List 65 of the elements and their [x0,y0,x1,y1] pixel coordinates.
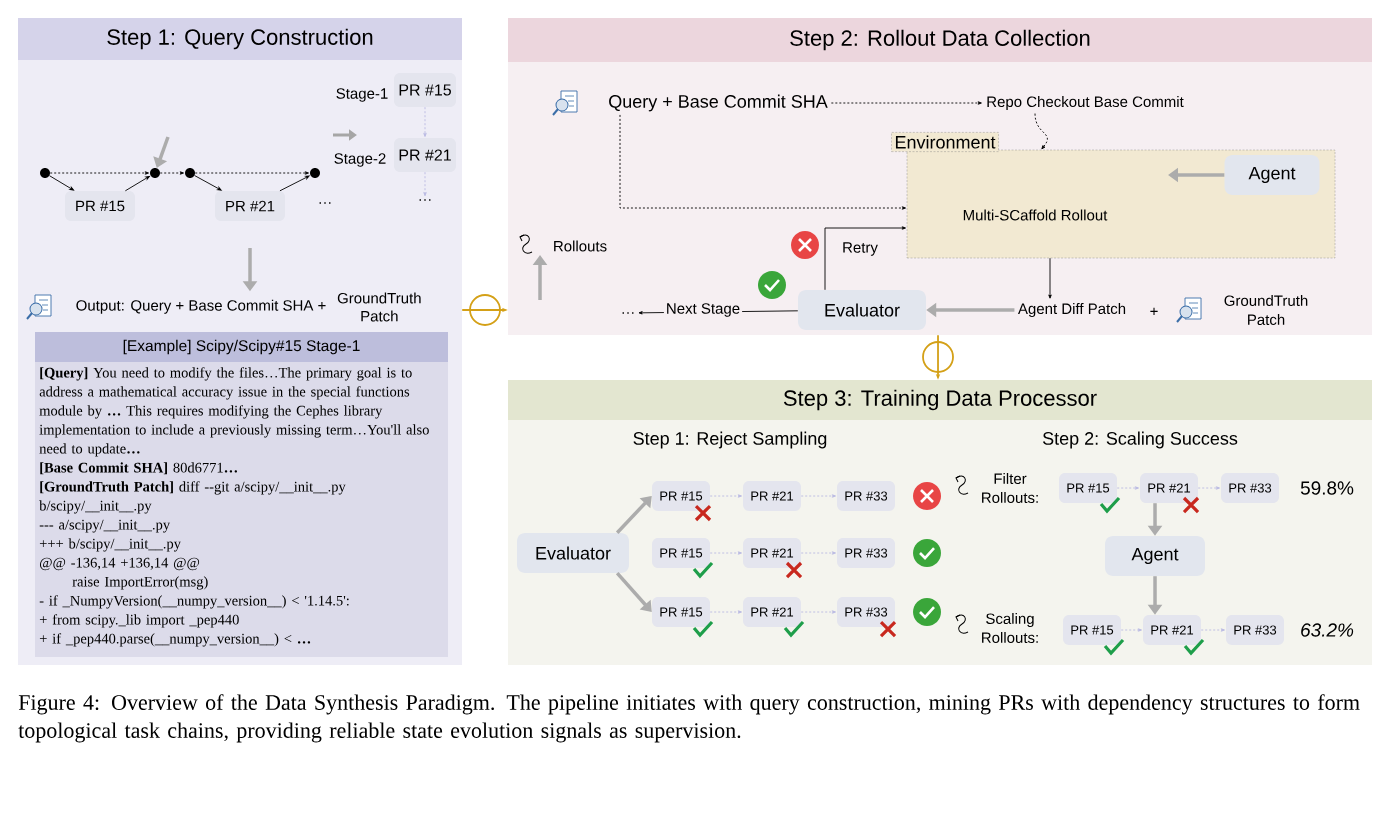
text-label: Agent Diff Patch [1018,303,1126,317]
agent-box: Agent [1224,155,1320,195]
arrow [619,114,906,210]
arrow [1048,257,1052,299]
arrow [279,175,310,192]
pr-box: PR #21 [394,138,456,172]
ellipsis-text: … [419,199,431,201]
caption: Figure 4: Overview of the Data Synthesis Paradigm. The pipeline initiates with query construction, mining PRs with dependency structures to form topological task chains, providing reliable state evolution signals as supervision. [18,694,1360,743]
pr-box: PR #33 [1226,615,1284,645]
pr-box: PR #33 [837,538,895,568]
row-label: Scaling Rollouts: [982,613,1038,643]
arrow [49,171,149,175]
agent-box: Agent [1105,536,1205,576]
query-text: Query + Base Commit SHA [609,94,828,112]
example-header: [Example] Scipy/Scipy#15 Stage-1 [35,332,448,362]
section-heading: Step 1: Reject Sampling [633,431,827,449]
pr-box: PR #21 [215,191,285,221]
pr-box: PR #33 [837,597,895,627]
pr-box: PR #21 [743,597,801,627]
percentage-value: 59.8% [1300,481,1354,495]
plus-sign: + [1150,307,1158,315]
panel-header: Step 2: Rollout Data Collection [508,18,1372,62]
pr-box: PR #15 [394,73,456,107]
edge-label: Next Stage [663,301,743,319]
scaffold-text: Multi-SCaffold Rollout [963,209,1108,221]
pr-box: PR #21 [743,538,801,568]
pr-box: PR #15 [652,481,710,511]
pr-box: PR #21 [743,481,801,511]
edge-label: Retry [840,240,880,258]
arrow [830,101,982,105]
stage-label: Stage-1 [336,88,388,102]
environment-tab: Environment [891,132,999,152]
ellipsis-text: … [319,202,331,204]
arrow [49,175,75,191]
pr-box: PR #15 [1063,615,1121,645]
pr-box: PR #21 [1140,473,1198,503]
pr-box: PR #15 [1059,473,1117,503]
panel-header: Step 3: Training Data Processor [508,380,1372,420]
stage-label: Stage-2 [334,153,386,167]
hollow-arrow [615,572,652,612]
pr-box: PR #15 [652,538,710,568]
example-text: [Query] You need to modify the files…The primary goal is to address a mathematical accuracy issue in the special functions module by … This requires modifying the Cephes library implementation to include a previously missing term…You'll also need to update… [Base Commit SHA] 80d6771… [GroundTruth Patch] diff --git a/scipy/__init__.py b/scipy/__init__.py --- a/scipy/__init__.py +++ b/scipy/__init__.py @@ -136,14 +136,14 @@ raise ImportError(msg) - if _NumpyVersion(__numpy_version__) < '1.14.5': + from scipy._lib import _pep440 + if _pep440.parse(__numpy_version__) < … [39,367,429,647]
hollow-arrow [615,496,652,534]
arrow [124,175,150,192]
text-label: GroundTruth Patch [1224,295,1308,325]
pr-box: PR #21 [1143,615,1201,645]
row-label: Filter Rollouts: [982,473,1038,503]
arrow [194,175,222,191]
text-label: Rollouts [554,240,607,252]
output-text: Output: Query + Base Commit SHA + GroundTruth Patch [76,292,421,322]
pr-box: PR #33 [837,481,895,511]
pr-box: PR #33 [1221,473,1279,503]
text-label: Repo Checkout Base Commit [987,96,1184,110]
arrow [159,171,184,175]
ellipsis-text: … [622,312,634,314]
agent-box: Evaluator [798,290,926,330]
arrow [194,171,309,175]
arrow [824,226,906,291]
panel-header: Step 1: Query Construction [18,18,462,60]
section-heading: Step 2: Scaling Success [1042,431,1238,449]
pr-box: PR #15 [652,597,710,627]
pr-box: PR #15 [65,191,135,221]
percentage-value: 63.2% [1301,623,1354,637]
arrow [1034,113,1048,150]
agent-box: Evaluator [517,533,629,573]
